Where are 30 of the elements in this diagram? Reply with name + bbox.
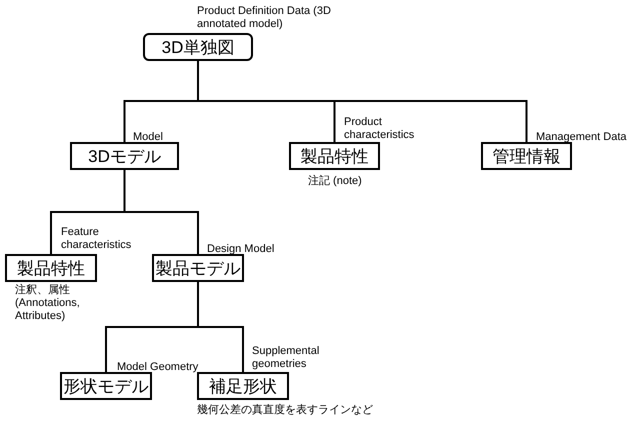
box-label: 補足形状	[209, 378, 277, 394]
process-box	[152, 254, 244, 282]
annotation-text: Supplemental geometries	[252, 345, 320, 371]
annotation-text: Product characteristics	[344, 116, 416, 142]
annotation-text: 幾何公差の真直度を表すラインなど	[197, 404, 374, 417]
process-box	[289, 142, 380, 170]
process-box	[481, 142, 572, 170]
annotation-text: Design Model	[207, 243, 276, 256]
box-label: 3Dモデル	[88, 148, 161, 164]
box-label: 製品特性	[300, 148, 368, 164]
connector-line	[197, 282, 244, 372]
process-box	[197, 372, 289, 400]
annotation-text: 注記 (note)	[308, 175, 363, 188]
box-label: 3D単独図	[162, 38, 234, 56]
annotation-text: Product Definition Data (3D annotated model)	[197, 5, 332, 31]
annotation-text: Model Geometry	[117, 361, 200, 374]
process-box	[143, 33, 253, 61]
box-label: 製品特性	[17, 260, 85, 276]
annotation-text: Model	[133, 131, 164, 144]
connector-line	[124, 170, 199, 254]
process-box	[5, 254, 97, 282]
box-label: 製品モデル	[156, 260, 240, 276]
box-label: 管理情報	[492, 148, 560, 164]
box-label: 形状モデル	[64, 378, 148, 394]
annotation-text: 注釈、属性 (Annotations, Attributes)	[15, 284, 81, 323]
annotation-text: Management Data	[536, 131, 628, 144]
process-box	[60, 372, 152, 400]
process-box	[70, 142, 179, 170]
connector-line	[197, 61, 528, 142]
annotation-text: Feature characteristics	[61, 226, 132, 252]
